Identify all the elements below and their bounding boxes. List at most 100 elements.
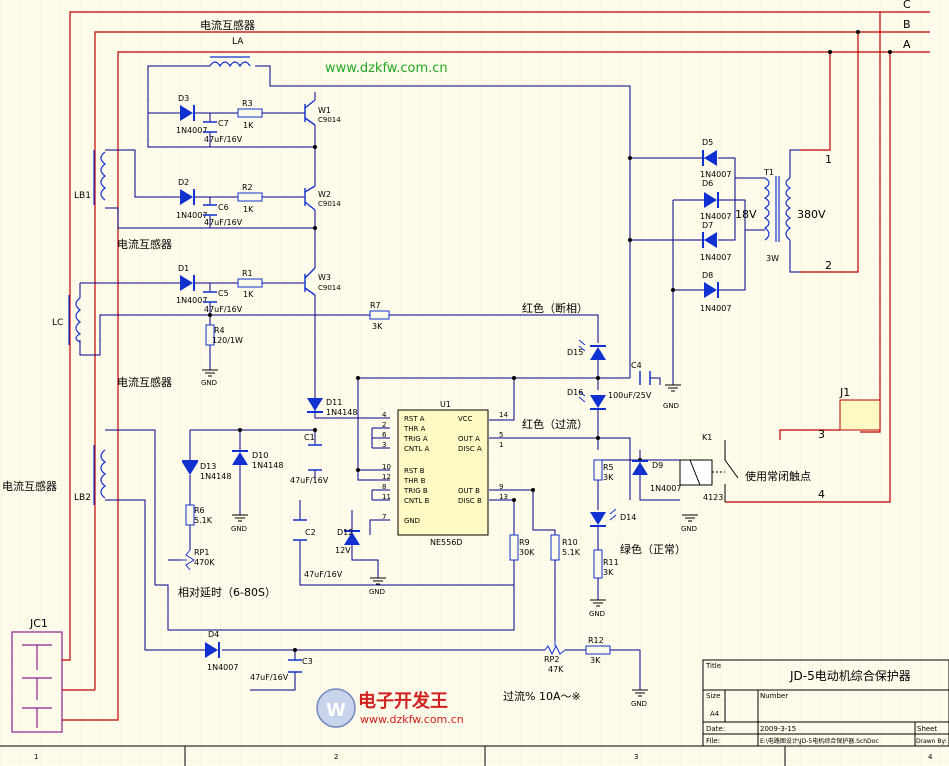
w3-ref: W3 <box>318 273 331 282</box>
diode-d13: D13 1N4148 <box>182 460 231 481</box>
jc1-phase-links <box>62 622 119 721</box>
label-green: 绿色（正常） <box>620 542 686 556</box>
svg-text:1N4007: 1N4007 <box>176 296 207 305</box>
relay-note: 使用常闭触点 <box>745 469 811 483</box>
c6-val: 47uF/16V <box>204 218 243 227</box>
ic-pin-label: OUT B <box>458 487 480 495</box>
j1-pin-4: 4 <box>818 488 825 501</box>
zone-4: 4 <box>928 753 933 761</box>
ic-pin-label: DISC B <box>458 497 482 505</box>
ic-pin-label: RST A <box>404 415 425 423</box>
sensor-label-top: 电流互感器 <box>200 18 255 32</box>
phase-b-label: B <box>903 18 911 31</box>
r7-val: 3K <box>372 322 383 331</box>
r2-val: 1K <box>243 205 254 214</box>
watermark-top: www.dzkfw.com.cn <box>325 61 448 76</box>
r7-ref: R7 <box>370 301 381 310</box>
j1-pin-1: 1 <box>825 153 832 166</box>
svg-text:D16: D16 <box>567 388 583 397</box>
svg-text:1N4007: 1N4007 <box>176 211 207 220</box>
k1-coil: 4123 <box>703 493 723 502</box>
svg-text:1N4007: 1N4007 <box>176 126 207 135</box>
ic-pin-number: 13 <box>499 493 508 501</box>
svg-text:D14: D14 <box>620 513 636 522</box>
svg-text:D10: D10 <box>252 451 268 460</box>
gnd-label-3: GND <box>231 525 247 533</box>
tb-file-key: File: <box>706 737 720 745</box>
connector-jc1 <box>11 631 63 733</box>
label-red-break: 红色（断相） <box>522 301 588 315</box>
label-overcurrent: 过流% 10A～※ <box>503 689 581 703</box>
ic-pin-number: 2 <box>382 421 386 429</box>
ic-pin-label: VCC <box>458 415 473 423</box>
w2-part: C9014 <box>318 200 341 208</box>
svg-text:D9: D9 <box>652 461 663 470</box>
lc-label: LC <box>52 318 63 328</box>
r9-val: 30K <box>519 548 535 557</box>
svg-text:1N4148: 1N4148 <box>252 461 283 470</box>
svg-text:D11: D11 <box>326 398 342 407</box>
transformer-t1 <box>763 176 792 242</box>
j1-pin-2: 2 <box>825 259 832 272</box>
ic-pin-number: 8 <box>382 483 386 491</box>
diode-d9: D9 1N4007 <box>632 460 681 493</box>
r2-ref: R2 <box>242 183 253 192</box>
diode-d6: D6 1N4007 <box>700 179 731 221</box>
tb-sheet-key: Sheet <box>917 725 937 733</box>
phase-junctions <box>828 30 892 54</box>
svg-text:1N4148: 1N4148 <box>200 472 231 481</box>
r3-ref: R3 <box>242 99 253 108</box>
ic-ref: U1 <box>440 400 451 409</box>
gnd-label-4: GND <box>681 525 697 533</box>
j1-box <box>839 399 881 431</box>
zone-3: 3 <box>634 753 638 761</box>
tb-date-key: Date: <box>706 725 725 733</box>
label-delay: 相对延时（6-80S） <box>178 585 276 599</box>
w1-ref: W1 <box>318 106 331 115</box>
ic-pin-number: 14 <box>499 411 508 419</box>
c5-ref: C5 <box>218 289 229 298</box>
k1-ref: K1 <box>702 433 712 442</box>
c7-val: 47uF/16V <box>204 135 243 144</box>
r9-ref: R9 <box>519 538 530 547</box>
c3-val: 47uF/16V <box>250 673 289 682</box>
label-red-over: 红色（过流） <box>522 417 588 431</box>
lb1-label: LB1 <box>74 191 91 201</box>
tb-size: A4 <box>710 710 720 718</box>
sensor-label-left: 电流互感器 <box>2 479 57 493</box>
zener-d12: D12 12V <box>335 528 360 555</box>
svg-text:D5: D5 <box>702 138 713 147</box>
w1-part: C9014 <box>318 116 341 124</box>
gnd-label-7: GND <box>631 700 647 708</box>
control-wires <box>79 65 800 691</box>
ic-pin-number: 10 <box>382 463 391 471</box>
r6-val: 5.1K <box>194 516 213 525</box>
c1-val: 47uF/16V <box>290 476 329 485</box>
ic-pin-number: 9 <box>499 483 503 491</box>
transistor-w3 <box>304 267 316 296</box>
zone-2: 2 <box>334 753 338 761</box>
c2-ref: C2 <box>305 528 316 537</box>
tb-size-key: Size <box>706 692 720 700</box>
ic-ne556 <box>397 409 489 536</box>
t1-ref: T1 <box>763 168 774 177</box>
c4-val: 100uF/25V <box>608 391 652 400</box>
logo-glyph: W <box>326 700 346 721</box>
ic-pin-label: OUT A <box>458 435 480 443</box>
tb-drawn-key: Drawn By: <box>916 738 947 745</box>
ic-pin-label: CNTL B <box>404 497 430 505</box>
r12-val: 3K <box>590 656 601 665</box>
svg-text:12V: 12V <box>335 546 351 555</box>
ic-pin-label: TRIG B <box>403 487 428 495</box>
r11-ref: R11 <box>603 558 619 567</box>
ct-coil-lb2 <box>93 445 106 505</box>
c2-val: 47uF/16V <box>304 570 343 579</box>
gnd-label-6: GND <box>589 610 605 618</box>
sensor-label-mid: 电流互感器 <box>117 237 172 251</box>
svg-text:1N4007: 1N4007 <box>700 170 731 179</box>
rp1-val: 470K <box>194 558 215 567</box>
pot-rp2 <box>544 640 566 656</box>
diode-d8: D8 1N4007 <box>700 271 731 313</box>
